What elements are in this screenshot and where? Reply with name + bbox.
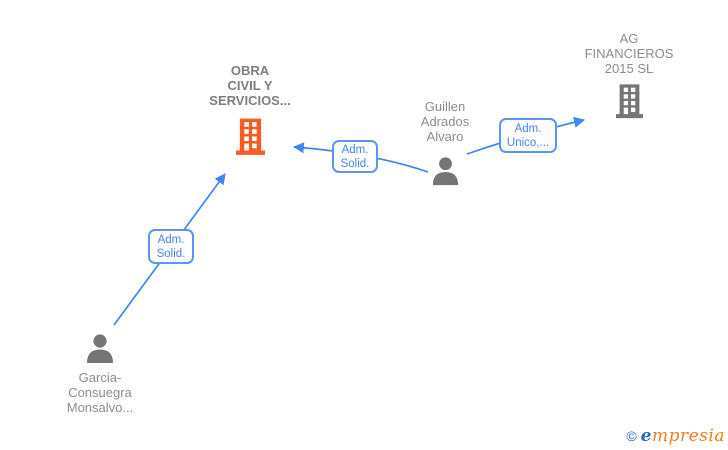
- node-label: Guillen Adrados Alvaro: [421, 99, 469, 144]
- edge-label-line: Adm.: [341, 143, 369, 156]
- node-label-line: Adrados: [420, 114, 470, 129]
- edge-label-adm-solid-garcia[interactable]: Adm. Solid.: [148, 229, 194, 264]
- node-label: AG FINANCIEROS 2015 SL: [585, 31, 674, 76]
- edge-label-line: Unico,...: [506, 136, 550, 149]
- edge-label-adm-solid-guillen[interactable]: Adm. Solid.: [332, 140, 378, 173]
- node-label-line: Garcia-: [78, 370, 122, 385]
- copyright-icon: ©: [626, 428, 637, 444]
- node-label: Garcia- Consuegra Monsalvo...: [67, 370, 133, 415]
- node-label-line: OBRA: [230, 63, 270, 78]
- brand-logo-text: empresia: [641, 426, 725, 446]
- brand-rest: mpresia: [652, 426, 725, 446]
- edge-label-adm-unico[interactable]: Adm. Unico,...: [499, 118, 557, 153]
- node-label: OBRA CIVIL Y SERVICIOS...: [209, 63, 290, 108]
- person-icon: [432, 157, 458, 186]
- brand-letter-e: e: [640, 426, 652, 446]
- node-company-obra-civil[interactable]: OBRA CIVIL Y SERVICIOS...: [185, 63, 315, 156]
- node-person-guillen-adrados[interactable]: Guillen Adrados Alvaro: [385, 99, 505, 187]
- node-label-line: Monsalvo...: [66, 400, 134, 415]
- node-label-line: AG: [619, 31, 639, 46]
- node-company-ag-financieros[interactable]: AG FINANCIEROS 2015 SL: [564, 31, 694, 119]
- building-icon: [615, 84, 643, 119]
- edge-label-line: Solid.: [340, 157, 370, 170]
- edge-label-line: Solid.: [156, 247, 186, 260]
- node-label-line: Guillen: [424, 99, 466, 114]
- building-icon: [235, 118, 265, 155]
- person-icon: [87, 334, 113, 363]
- node-label-line: Consuegra: [68, 385, 132, 400]
- empresia-watermark[interactable]: © empresia: [626, 426, 725, 446]
- node-person-garcia-consuegra[interactable]: Garcia- Consuegra Monsalvo...: [35, 333, 165, 415]
- node-label-line: Alvaro: [426, 129, 464, 144]
- edge-label-line: Adm.: [514, 122, 542, 135]
- node-label-line: FINANCIEROS: [584, 46, 674, 61]
- node-label-line: SERVICIOS...: [209, 93, 291, 108]
- edge-label-line: Adm.: [157, 233, 185, 246]
- node-label-line: 2015 SL: [604, 61, 654, 76]
- node-label-line: CIVIL Y: [227, 78, 273, 93]
